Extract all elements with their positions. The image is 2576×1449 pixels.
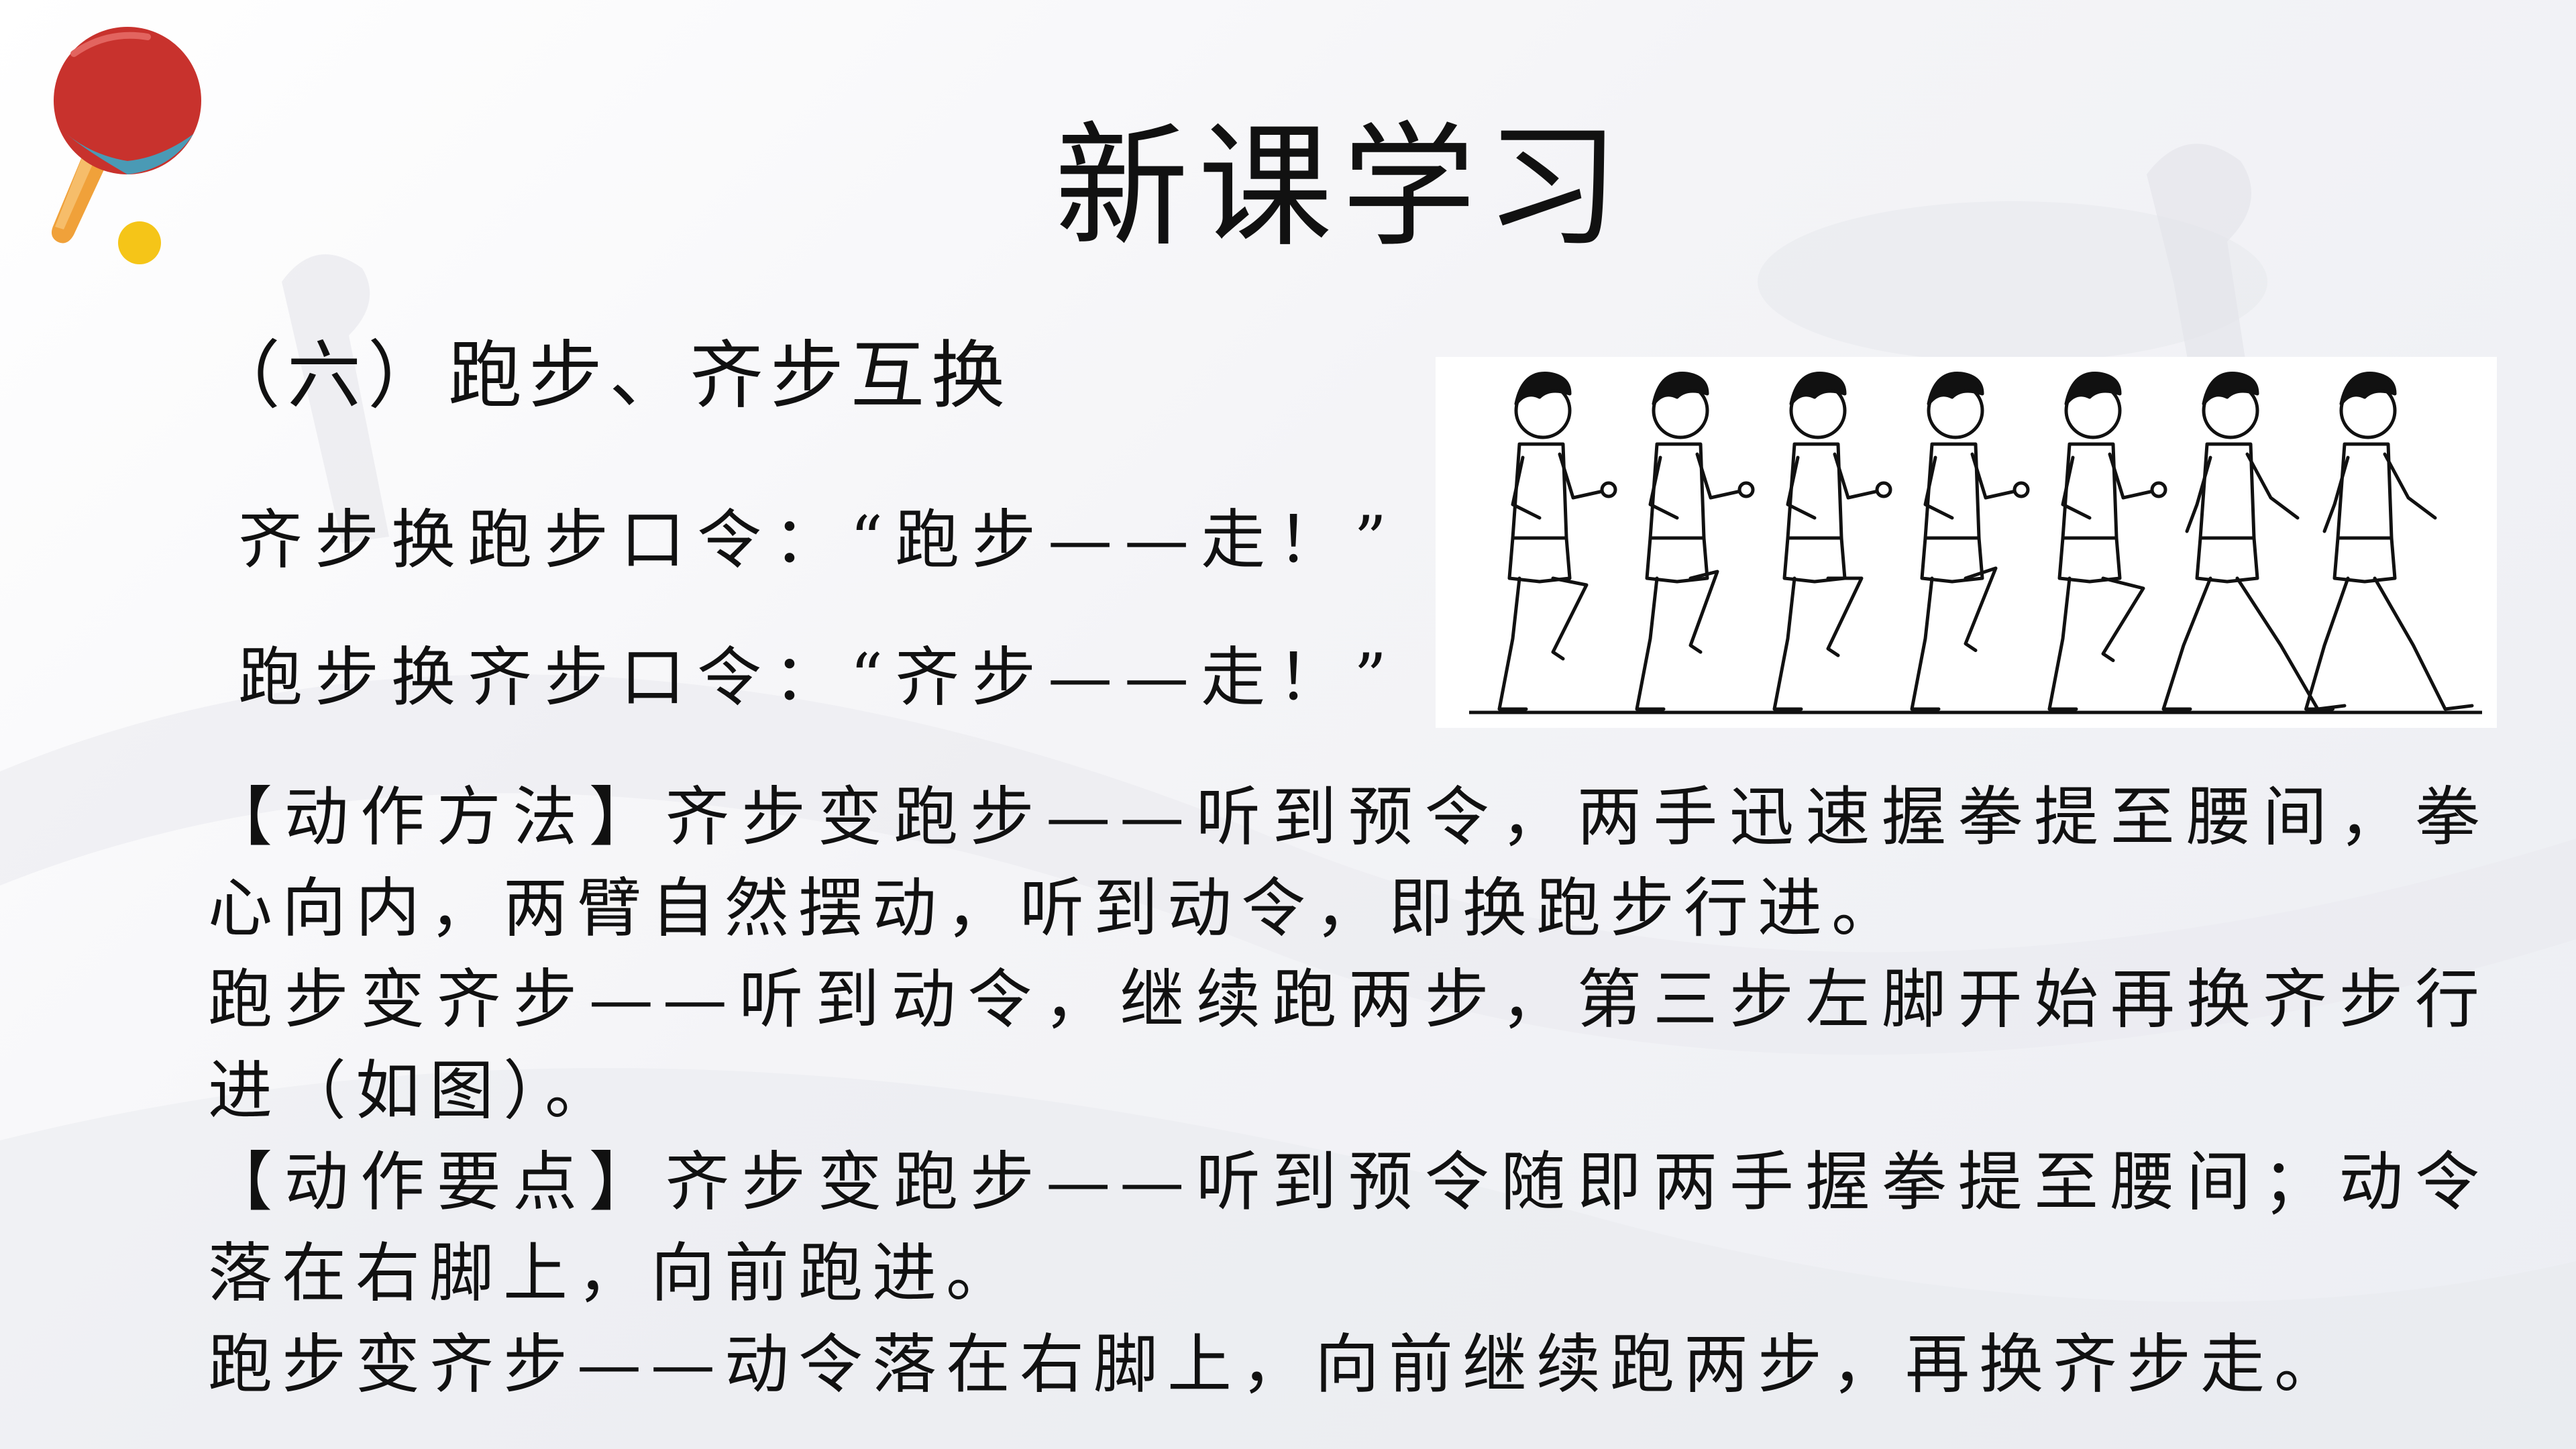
page-title: 新课学习: [1054, 109, 1629, 266]
marching-figure: [2047, 372, 2167, 711]
body-paragraph-keypoints-2: 跑步变齐步——动令落在右脚上，向前继续跑两步，再换齐步走。: [208, 1327, 2348, 1402]
command-walk-to-run: 齐步换跑步口令：“跑步——走！”: [238, 502, 1399, 578]
marching-figures-illustration: [1436, 357, 2497, 728]
marching-figure: [1635, 372, 1755, 711]
marching-figure: [2161, 372, 2347, 711]
marching-figure: [1497, 372, 1617, 711]
marching-figure: [1910, 372, 2030, 711]
body-paragraph-keypoints-1: 【动作要点】齐步变跑步——听到预令随即两手握拳提至腰间；动令落在右脚上，向前跑进…: [208, 1144, 2489, 1311]
body-paragraph-method-2: 跑步变齐步——听到动令，继续跑两步，第三步左脚开始再换齐步行进（如图）。: [208, 962, 2489, 1128]
marching-figure: [1772, 372, 1892, 711]
marching-figure: [2304, 372, 2474, 711]
ping-pong-paddle-icon: [51, 27, 201, 264]
command-run-to-walk: 跑步换齐步口令：“齐步——走！”: [238, 640, 1399, 715]
body-text: 【动作方法】齐步变跑步——听到预令，两手迅速握拳提至腰间，拳心向内，两臂自然摆动…: [208, 771, 2489, 1410]
body-paragraph-method-1: 【动作方法】齐步变跑步——听到预令，两手迅速握拳提至腰间，拳心向内，两臂自然摆动…: [208, 780, 2489, 946]
marching-figures-sequence: [1469, 372, 2482, 714]
section-subtitle: （六）跑步、齐步互换: [207, 333, 1012, 419]
